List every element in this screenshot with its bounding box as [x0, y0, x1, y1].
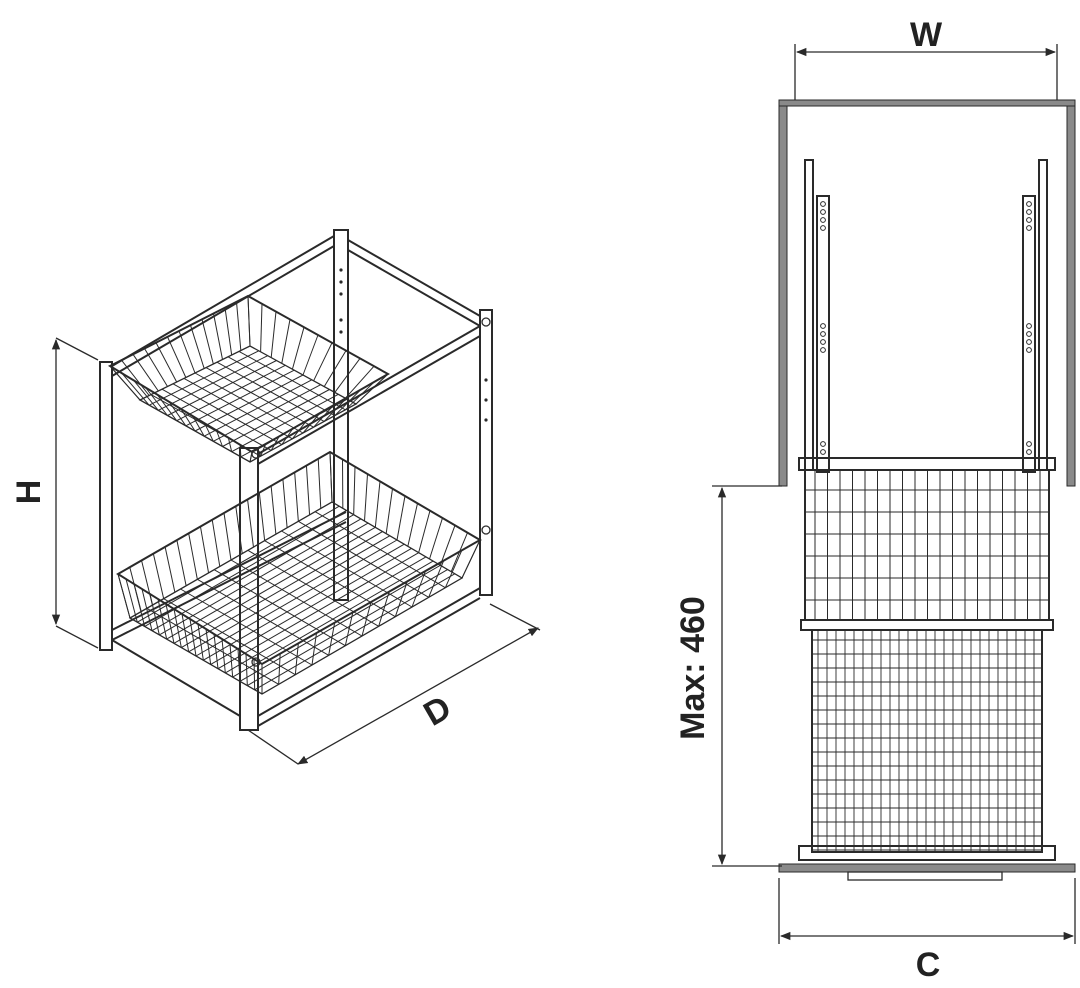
top-basket-upper: [798, 457, 1056, 621]
height-label: H: [10, 480, 48, 505]
max-extension-dimension: Max: 460: [674, 485, 782, 867]
cabinet-width-label: C: [916, 946, 941, 984]
top-basket-lower: [798, 619, 1056, 861]
width-dimension: W: [794, 16, 1058, 100]
depth-label: D: [417, 689, 457, 734]
cabinet-width-dimension: C: [778, 878, 1076, 984]
height-dimension: H: [10, 337, 99, 649]
depth-dimension: D: [247, 603, 541, 765]
isometric-view: H D: [10, 229, 541, 765]
lower-basket: [111, 450, 482, 695]
upper-basket: [107, 294, 391, 463]
side-runners: [804, 159, 1048, 473]
max-extension-label: Max: 460: [674, 596, 712, 740]
cabinet-outline: [778, 99, 1076, 881]
top-view: W: [674, 16, 1076, 984]
frame-structure: [99, 229, 493, 731]
width-label: W: [910, 16, 943, 54]
